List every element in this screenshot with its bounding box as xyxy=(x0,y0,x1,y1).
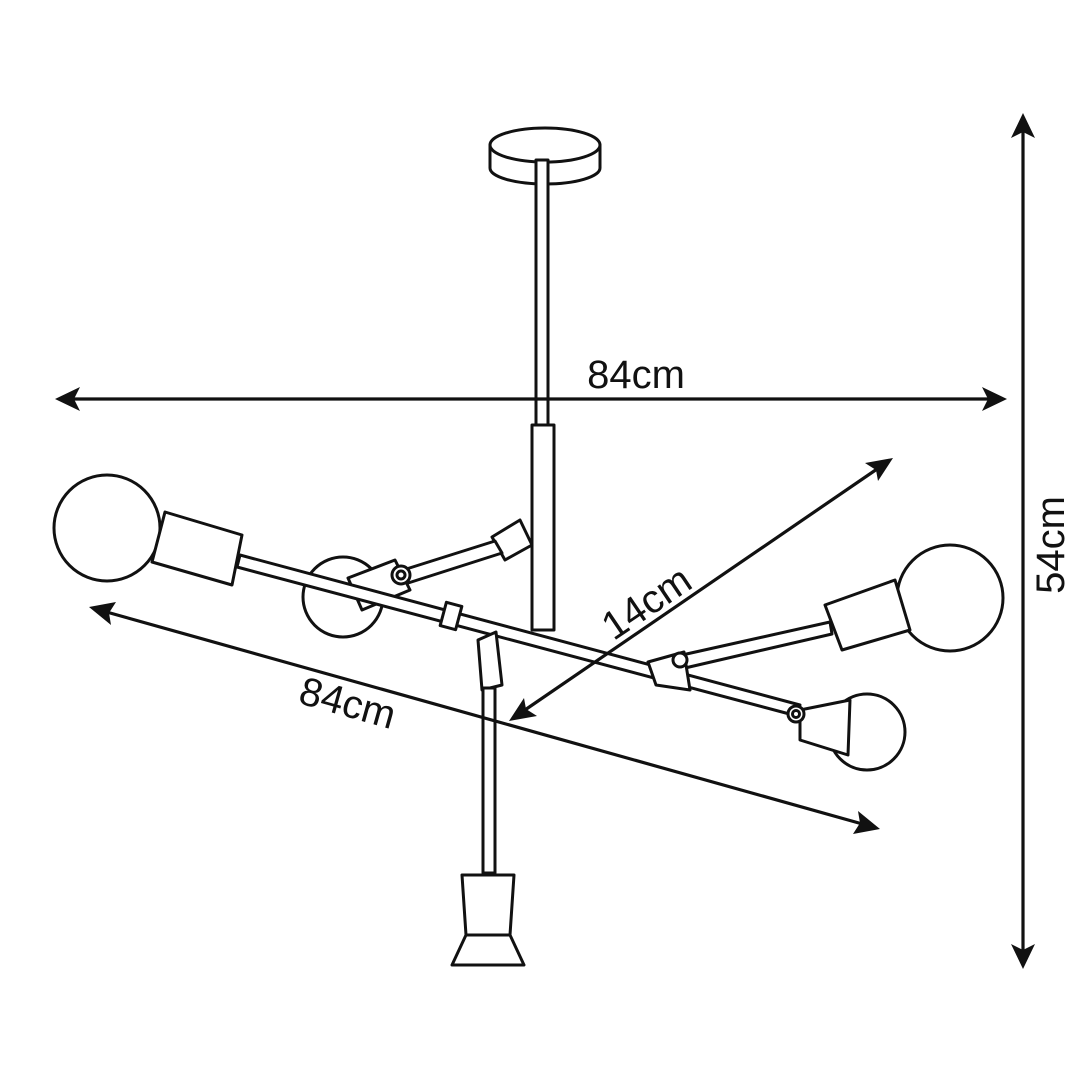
right-lower-bulb xyxy=(786,692,907,772)
label-arm-offset: 14cm xyxy=(594,558,700,649)
front-left-bulb xyxy=(52,473,244,587)
dim-line-arm-offset xyxy=(509,458,893,721)
right-upper-bulb xyxy=(823,543,1005,653)
dim-line-height xyxy=(1011,113,1035,969)
down-rod xyxy=(530,158,556,632)
label-top-width: 84cm xyxy=(587,353,685,397)
dim-line-diagonal-depth xyxy=(89,602,880,834)
upper-short-arm xyxy=(398,518,534,586)
pendant-drop xyxy=(450,630,526,967)
dim-line-top-width xyxy=(55,387,1007,411)
label-height: 54cm xyxy=(1029,496,1073,594)
right-upper-arm xyxy=(646,620,834,692)
